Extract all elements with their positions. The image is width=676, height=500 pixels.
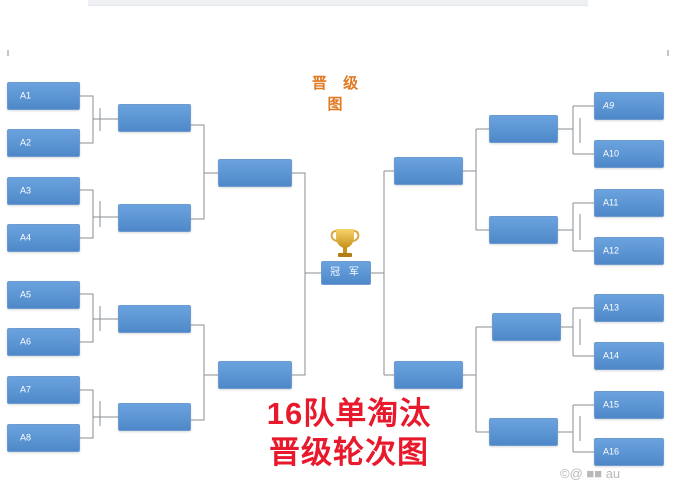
- team-slot-a1[interactable]: A1: [7, 82, 80, 110]
- team-slot-a9[interactable]: A9: [594, 92, 664, 120]
- trophy-icon: [330, 229, 360, 257]
- team-slot-a6[interactable]: A6: [7, 328, 80, 356]
- right-semifinal-slot-2[interactable]: [394, 361, 463, 389]
- team-label: A13: [603, 302, 620, 313]
- connector-left-r3: [292, 172, 321, 376]
- connector-right-r1-3: [561, 307, 594, 357]
- left-round2-slot-4[interactable]: [118, 403, 191, 431]
- connector-left-r2-2: [191, 324, 218, 421]
- team-label: A9: [603, 100, 615, 111]
- team-label: A14: [603, 350, 620, 361]
- team-slot-a4[interactable]: A4: [7, 224, 80, 252]
- connector-left-r1-2: [80, 189, 118, 239]
- left-semifinal-slot-2[interactable]: [218, 361, 292, 389]
- left-round2-slot-3[interactable]: [118, 305, 191, 333]
- connector-left-r1-4: [80, 389, 118, 439]
- connector-right-r2-2: [463, 326, 492, 433]
- connector-right-r1-2: [558, 202, 594, 252]
- team-slot-a14[interactable]: A14: [594, 342, 664, 370]
- team-slot-a12[interactable]: A12: [594, 237, 664, 265]
- team-label: A11: [603, 197, 619, 208]
- team-label: A4: [20, 232, 32, 243]
- team-label: A1: [20, 90, 32, 101]
- team-label: A7: [20, 384, 32, 395]
- right-round2-slot-1[interactable]: [489, 115, 558, 143]
- team-slot-a8[interactable]: A8: [7, 424, 80, 452]
- team-label: A2: [20, 137, 32, 148]
- watermark: ©@ ■■ au: [560, 466, 620, 481]
- team-label: A12: [603, 245, 620, 256]
- team-label: A15: [603, 399, 620, 410]
- top-toolbar-strip: [88, 0, 588, 6]
- right-round2-slot-4[interactable]: [489, 418, 558, 446]
- left-round2-slot-1[interactable]: [118, 104, 191, 132]
- team-slot-a11[interactable]: A11: [594, 189, 664, 217]
- team-slot-a16[interactable]: A16: [594, 438, 664, 466]
- team-slot-a3[interactable]: A3: [7, 177, 80, 205]
- team-label: A10: [603, 148, 620, 159]
- caption-line-2: 晋级轮次图: [269, 435, 429, 470]
- team-label: A8: [20, 432, 32, 443]
- caption-line-1: 16队单淘汰: [266, 396, 432, 431]
- team-label: A5: [20, 289, 32, 300]
- connector-right-r3: [371, 170, 394, 376]
- team-label: A6: [20, 336, 32, 347]
- team-slot-a5[interactable]: A5: [7, 281, 80, 309]
- diagram-title: 晋 级 图: [311, 75, 365, 113]
- right-round2-slot-2[interactable]: [489, 216, 558, 244]
- team-slot-a10[interactable]: A10: [594, 140, 664, 168]
- team-label: A3: [20, 185, 32, 196]
- champion-box[interactable]: 冠 军: [321, 261, 371, 285]
- connector-right-r2-1: [463, 128, 489, 231]
- right-round2-slot-3[interactable]: [492, 313, 561, 341]
- left-semifinal-slot-1[interactable]: [218, 159, 292, 187]
- right-semifinal-slot-1[interactable]: [394, 157, 463, 185]
- team-slot-a2[interactable]: A2: [7, 129, 80, 157]
- team-slot-a15[interactable]: A15: [594, 391, 664, 419]
- team-slot-a13[interactable]: A13: [594, 294, 664, 322]
- connector-left-r1-3: [80, 293, 118, 343]
- connector-left-r2-1: [191, 124, 218, 220]
- team-slot-a7[interactable]: A7: [7, 376, 80, 404]
- team-label: A16: [603, 446, 620, 457]
- connector-right-r1-4: [558, 404, 594, 453]
- watermark-text: ©@ ■■ au: [560, 466, 621, 481]
- connector-left-r1-1: [80, 95, 118, 144]
- left-round2-slot-2[interactable]: [118, 204, 191, 232]
- connector-right-r1-1: [558, 105, 594, 155]
